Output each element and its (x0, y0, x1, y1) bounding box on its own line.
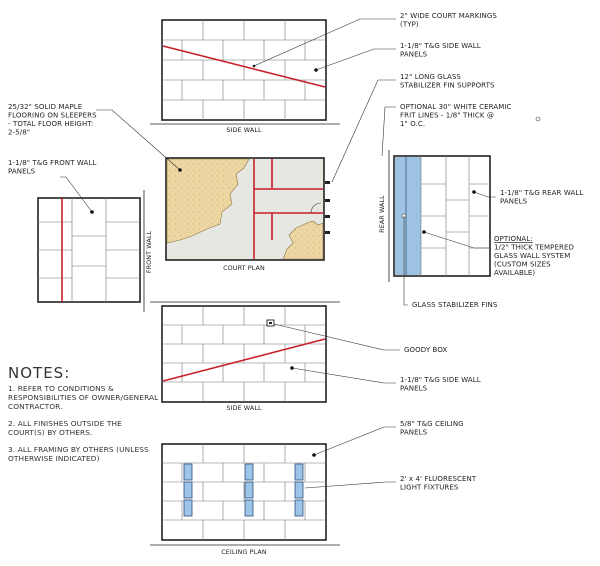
side-wall-bottom-caption: SIDE WALL (226, 404, 262, 412)
light-fixture (183, 499, 193, 517)
light-fixture (294, 499, 304, 517)
rear-wall-caption: REAR WALL (378, 195, 386, 233)
front-wall-caption: FRONT WALL (145, 231, 153, 274)
light-fixture (183, 463, 193, 481)
side-wall-bottom-court-line (162, 338, 326, 382)
court-plan-caption: COURT PLAN (223, 264, 265, 272)
notes: NOTES: 1. REFER TO CONDITIONS & RESPONSI… (8, 364, 161, 463)
rear-wall-panels-label: 1-1/8" T&G REAR WALL PANELS (500, 189, 586, 206)
side-wall-top-caption: SIDE WALL (226, 126, 262, 134)
court-plan-red-lines (253, 159, 323, 259)
notes-title: NOTES: (8, 364, 70, 382)
side-wall-top: SIDE WALL (150, 19, 340, 134)
light-fixture (244, 463, 254, 481)
tempered-glass-label: OPTIONAL: 1/2" THICK TEMPERED GLASS WALL… (494, 235, 576, 277)
ceiling-plan: CEILING PLAN (150, 443, 340, 556)
labels: 2" WIDE COURT MARKINGS (TYP) 1-1/8" T&G … (8, 12, 586, 492)
light-fixture (294, 481, 304, 499)
goody-box-label: GOODY BOX (404, 346, 447, 354)
note-2: 2. ALL FINISHES OUTSIDE THE COURT(S) BY … (8, 419, 124, 437)
maple-flooring-label: 25/32" SOLID MAPLE FLOORING ON SLEEPERS … (8, 103, 99, 137)
light-fixture (294, 463, 304, 481)
fluorescent-label: 2' x 4' FLUORESCENT LIGHT FIXTURES (400, 475, 479, 492)
front-wall: FRONT WALL (37, 190, 153, 312)
side-wall-bottom: SIDE WALL (150, 301, 340, 412)
light-fixture (183, 481, 193, 499)
glass-fin-supports-label: 12" LONG GLASS STABILIZER FIN SUPPORTS (400, 73, 495, 90)
maple-floor-bottom-right (282, 220, 324, 260)
rear-wall: REAR WALL (378, 150, 491, 282)
light-fixture (244, 481, 254, 499)
note-3: 3. ALL FRAMING BY OTHERS (UNLESS OTHERWI… (8, 445, 151, 463)
glass-fin-support-markers (325, 181, 330, 234)
maple-floor-top-left (166, 158, 250, 244)
front-wall-panels-label: 1-1/8" T&G FRONT WALL PANELS (8, 159, 99, 176)
ceiling-panel-grid (162, 444, 326, 540)
leader-lines (60, 18, 541, 489)
ceiling-plan-caption: CEILING PLAN (221, 548, 267, 556)
side-wall-top-court-line (162, 45, 326, 88)
ceiling-panels-label: 5/8" T&G CEILING PANELS (400, 420, 466, 437)
rear-wall-panel-grid (420, 156, 490, 276)
side-wall-panels-top-label: 1-1/8" T&G SIDE WALL PANELS (400, 42, 483, 59)
frit-lines-label: OPTIONAL 30" WHITE CERAMIC FRIT LINES - … (400, 103, 514, 128)
glass-fins-label: GLASS STABILIZER FINS (412, 301, 498, 309)
side-wall-panels-bottom-label: 1-1/8" T&G SIDE WALL PANELS (400, 376, 483, 393)
note-1: 1. REFER TO CONDITIONS & RESPONSIBILITIE… (8, 384, 161, 411)
side-wall-top-panel-grid (162, 20, 326, 120)
court-markings-label: 2" WIDE COURT MARKINGS (TYP) (400, 12, 499, 29)
court-plan: COURT PLAN (165, 157, 330, 272)
light-fixtures (183, 463, 304, 517)
side-wall-bottom-panel-grid (162, 306, 326, 402)
light-fixture (244, 499, 254, 517)
front-wall-panel-grid (38, 198, 140, 302)
